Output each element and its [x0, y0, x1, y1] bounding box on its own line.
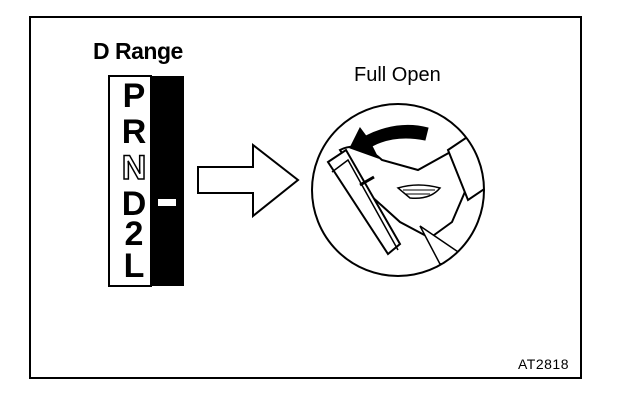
- figure-code: AT2818: [518, 356, 569, 372]
- gear-slot-bar: [150, 76, 184, 286]
- gear-r: R: [121, 113, 147, 151]
- detail-circle-outline: [311, 103, 485, 277]
- gear-l: L: [123, 247, 145, 285]
- shoe-heel-detail: [396, 184, 442, 200]
- gear-selector-graphic: [108, 75, 184, 287]
- pedal-hinge: [359, 175, 375, 187]
- right-arrow-icon: [197, 142, 300, 219]
- full-open-title: Full Open: [354, 64, 441, 86]
- accelerator-pedal: [326, 148, 402, 256]
- shoe-hatching: [403, 189, 435, 195]
- gear-indicator-marker: [158, 199, 176, 206]
- gear-p: P: [122, 77, 146, 115]
- d-range-title: D Range: [93, 38, 183, 64]
- gear-selector-panel: P R N D 2 L: [108, 75, 185, 287]
- curved-arrow-icon: [349, 124, 429, 159]
- pedal-edge: [331, 158, 399, 251]
- floor-panel: [419, 225, 473, 265]
- gear-label-column: [108, 75, 152, 287]
- throttle-detail-circle: [311, 103, 485, 277]
- gear-2: 2: [124, 215, 144, 253]
- gear-d: D: [121, 185, 147, 223]
- gear-n: N: [121, 149, 147, 187]
